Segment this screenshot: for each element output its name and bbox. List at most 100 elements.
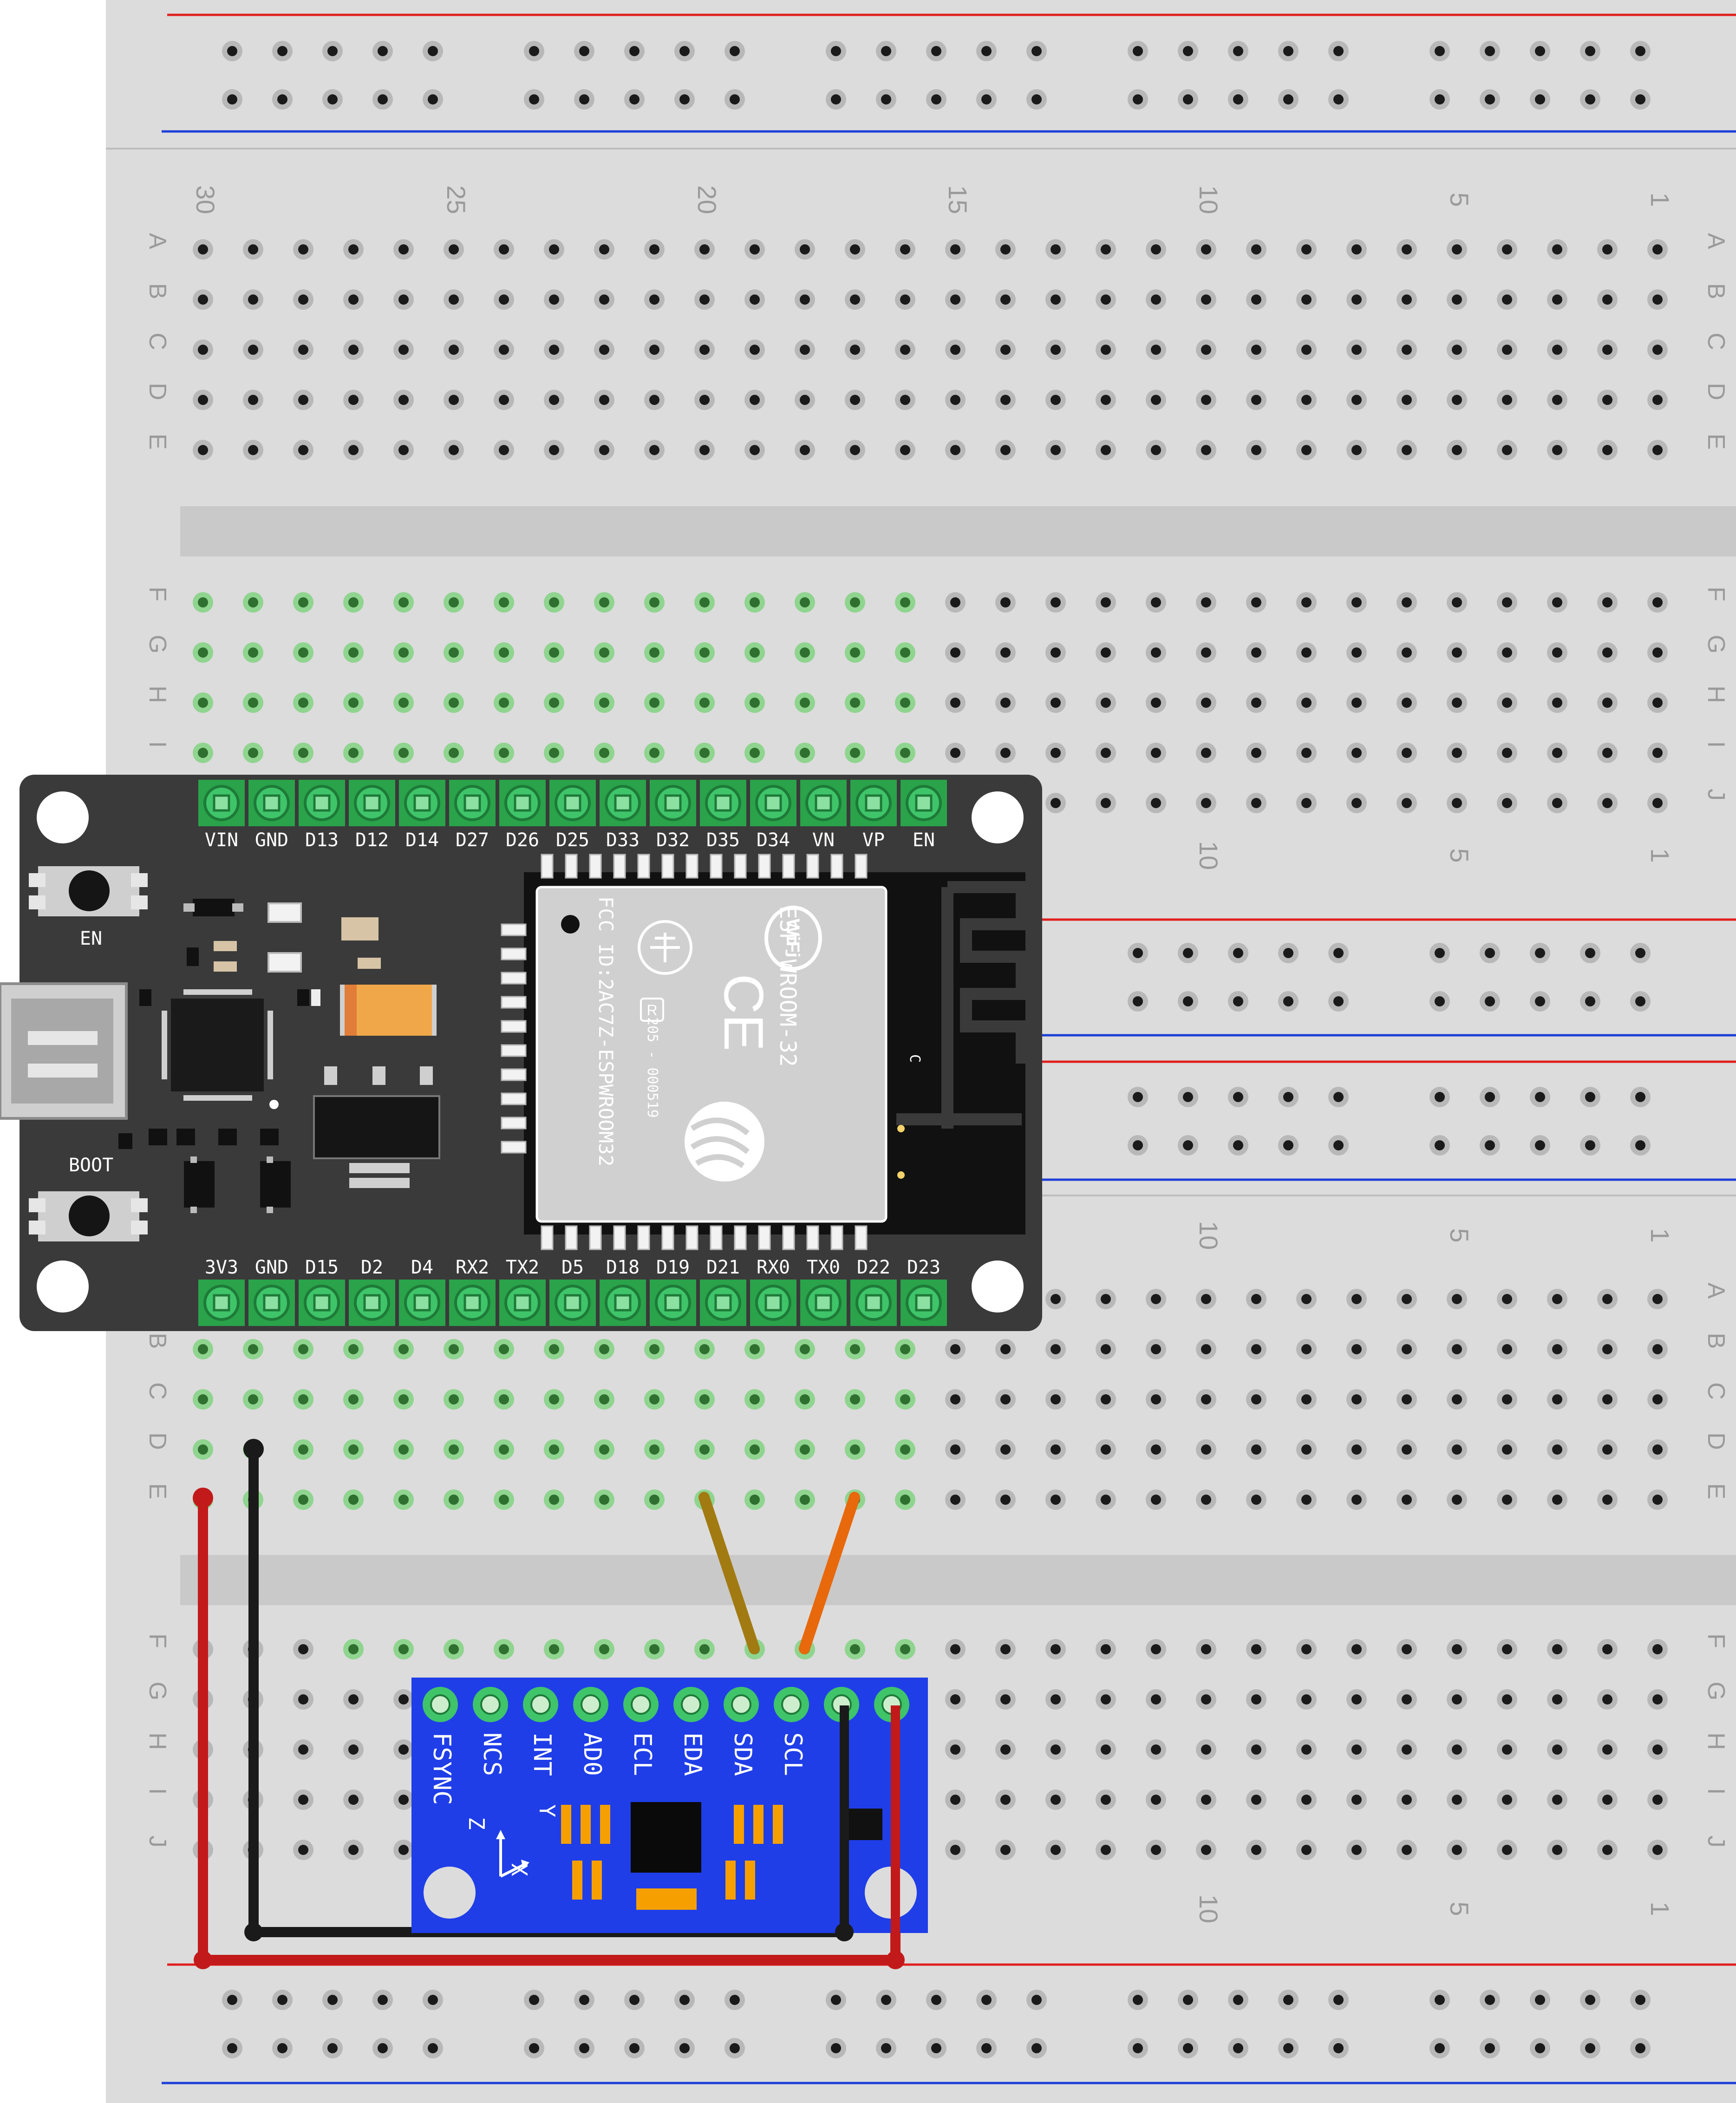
breadboard-hole[interactable]: [343, 692, 364, 713]
breadboard-hole[interactable]: [193, 692, 213, 713]
esp32-pin-vp[interactable]: [850, 780, 897, 826]
breadboard-hole[interactable]: [624, 2038, 645, 2058]
breadboard-hole[interactable]: [1497, 1739, 1517, 1760]
breadboard-hole[interactable]: [343, 1689, 364, 1710]
breadboard-hole[interactable]: [1196, 1339, 1216, 1359]
breadboard-hole[interactable]: [322, 1990, 343, 2010]
breadboard-hole[interactable]: [744, 1339, 765, 1359]
breadboard-hole[interactable]: [1246, 743, 1266, 763]
breadboard-hole[interactable]: [594, 692, 614, 713]
breadboard-hole[interactable]: [1196, 1689, 1216, 1710]
breadboard-hole[interactable]: [594, 440, 614, 460]
breadboard-hole[interactable]: [1346, 1689, 1367, 1710]
breadboard-hole[interactable]: [1647, 440, 1668, 460]
breadboard-hole[interactable]: [1580, 991, 1600, 1012]
breadboard-hole[interactable]: [845, 592, 865, 613]
breadboard-hole[interactable]: [1497, 340, 1517, 360]
esp32-pin-gnd[interactable]: [248, 780, 295, 826]
breadboard-hole[interactable]: [674, 2038, 695, 2058]
breadboard-hole[interactable]: [1647, 1840, 1668, 1860]
breadboard-hole[interactable]: [1647, 1439, 1668, 1460]
breadboard-hole[interactable]: [694, 592, 715, 613]
breadboard-hole[interactable]: [995, 1389, 1016, 1410]
breadboard-hole[interactable]: [1146, 592, 1166, 613]
breadboard-hole[interactable]: [945, 743, 966, 763]
breadboard-hole[interactable]: [845, 1389, 865, 1410]
breadboard-hole[interactable]: [945, 1840, 966, 1860]
breadboard-hole[interactable]: [1530, 2038, 1550, 2058]
breadboard-hole[interactable]: [644, 692, 665, 713]
breadboard-hole[interactable]: [544, 1489, 564, 1510]
breadboard-hole[interactable]: [1045, 440, 1066, 460]
breadboard-hole[interactable]: [1397, 340, 1417, 360]
breadboard-hole[interactable]: [193, 743, 213, 763]
breadboard-hole[interactable]: [1497, 1339, 1517, 1359]
breadboard-hole[interactable]: [1480, 2038, 1500, 2058]
breadboard-hole[interactable]: [1429, 991, 1450, 1012]
breadboard-hole[interactable]: [694, 1639, 715, 1659]
breadboard-hole[interactable]: [1045, 1289, 1066, 1309]
breadboard-hole[interactable]: [1045, 1739, 1066, 1760]
breadboard-hole[interactable]: [926, 41, 946, 61]
breadboard-hole[interactable]: [1597, 1489, 1618, 1510]
breadboard-hole[interactable]: [1328, 1990, 1349, 2010]
breadboard-hole[interactable]: [744, 289, 765, 310]
breadboard-hole[interactable]: [826, 41, 846, 61]
breadboard-hole[interactable]: [1397, 1790, 1417, 1810]
breadboard-hole[interactable]: [1096, 289, 1116, 310]
breadboard-hole[interactable]: [1397, 1289, 1417, 1309]
breadboard-hole[interactable]: [293, 440, 313, 460]
breadboard-hole[interactable]: [444, 1439, 464, 1460]
breadboard-hole[interactable]: [444, 239, 464, 260]
breadboard-hole[interactable]: [895, 440, 915, 460]
breadboard-hole[interactable]: [1045, 1339, 1066, 1359]
breadboard-hole[interactable]: [343, 340, 364, 360]
breadboard-hole[interactable]: [995, 592, 1016, 613]
breadboard-hole[interactable]: [995, 1689, 1016, 1710]
breadboard-hole[interactable]: [1447, 289, 1467, 310]
breadboard-hole[interactable]: [945, 289, 966, 310]
breadboard-hole[interactable]: [1146, 692, 1166, 713]
breadboard-hole[interactable]: [795, 692, 815, 713]
breadboard-hole[interactable]: [1096, 1790, 1116, 1810]
breadboard-hole[interactable]: [744, 440, 765, 460]
esp32-pin-d22[interactable]: [850, 1280, 897, 1326]
breadboard-hole[interactable]: [193, 1339, 213, 1359]
breadboard-hole[interactable]: [1228, 1087, 1248, 1107]
breadboard-hole[interactable]: [1228, 2038, 1248, 2058]
breadboard-hole[interactable]: [423, 1990, 443, 2010]
breadboard-hole[interactable]: [1146, 440, 1166, 460]
breadboard-hole[interactable]: [393, 642, 414, 663]
breadboard-hole[interactable]: [222, 89, 242, 110]
breadboard-hole[interactable]: [444, 1489, 464, 1510]
breadboard-hole[interactable]: [343, 1639, 364, 1659]
breadboard-hole[interactable]: [744, 239, 765, 260]
breadboard-hole[interactable]: [1547, 1639, 1567, 1659]
breadboard-hole[interactable]: [1447, 1739, 1467, 1760]
breadboard-hole[interactable]: [544, 1639, 564, 1659]
breadboard-hole[interactable]: [343, 642, 364, 663]
breadboard-hole[interactable]: [1429, 89, 1450, 110]
breadboard-hole[interactable]: [1096, 239, 1116, 260]
breadboard-hole[interactable]: [644, 1389, 665, 1410]
breadboard-hole[interactable]: [293, 743, 313, 763]
breadboard-hole[interactable]: [1246, 1439, 1266, 1460]
breadboard-hole[interactable]: [393, 1739, 414, 1760]
breadboard-hole[interactable]: [343, 1739, 364, 1760]
breadboard-hole[interactable]: [644, 1339, 665, 1359]
breadboard-hole[interactable]: [293, 340, 313, 360]
breadboard-hole[interactable]: [624, 89, 645, 110]
breadboard-hole[interactable]: [1096, 692, 1116, 713]
breadboard-hole[interactable]: [544, 592, 564, 613]
breadboard-hole[interactable]: [1497, 1790, 1517, 1810]
breadboard-hole[interactable]: [1630, 2038, 1651, 2058]
breadboard-hole[interactable]: [1447, 692, 1467, 713]
breadboard-hole[interactable]: [1530, 89, 1550, 110]
breadboard-hole[interactable]: [995, 1439, 1016, 1460]
breadboard-hole[interactable]: [694, 642, 715, 663]
breadboard-hole[interactable]: [1480, 1990, 1500, 2010]
breadboard-hole[interactable]: [1597, 1339, 1618, 1359]
breadboard-hole[interactable]: [1497, 743, 1517, 763]
breadboard-hole[interactable]: [1146, 1639, 1166, 1659]
breadboard-hole[interactable]: [1597, 692, 1618, 713]
